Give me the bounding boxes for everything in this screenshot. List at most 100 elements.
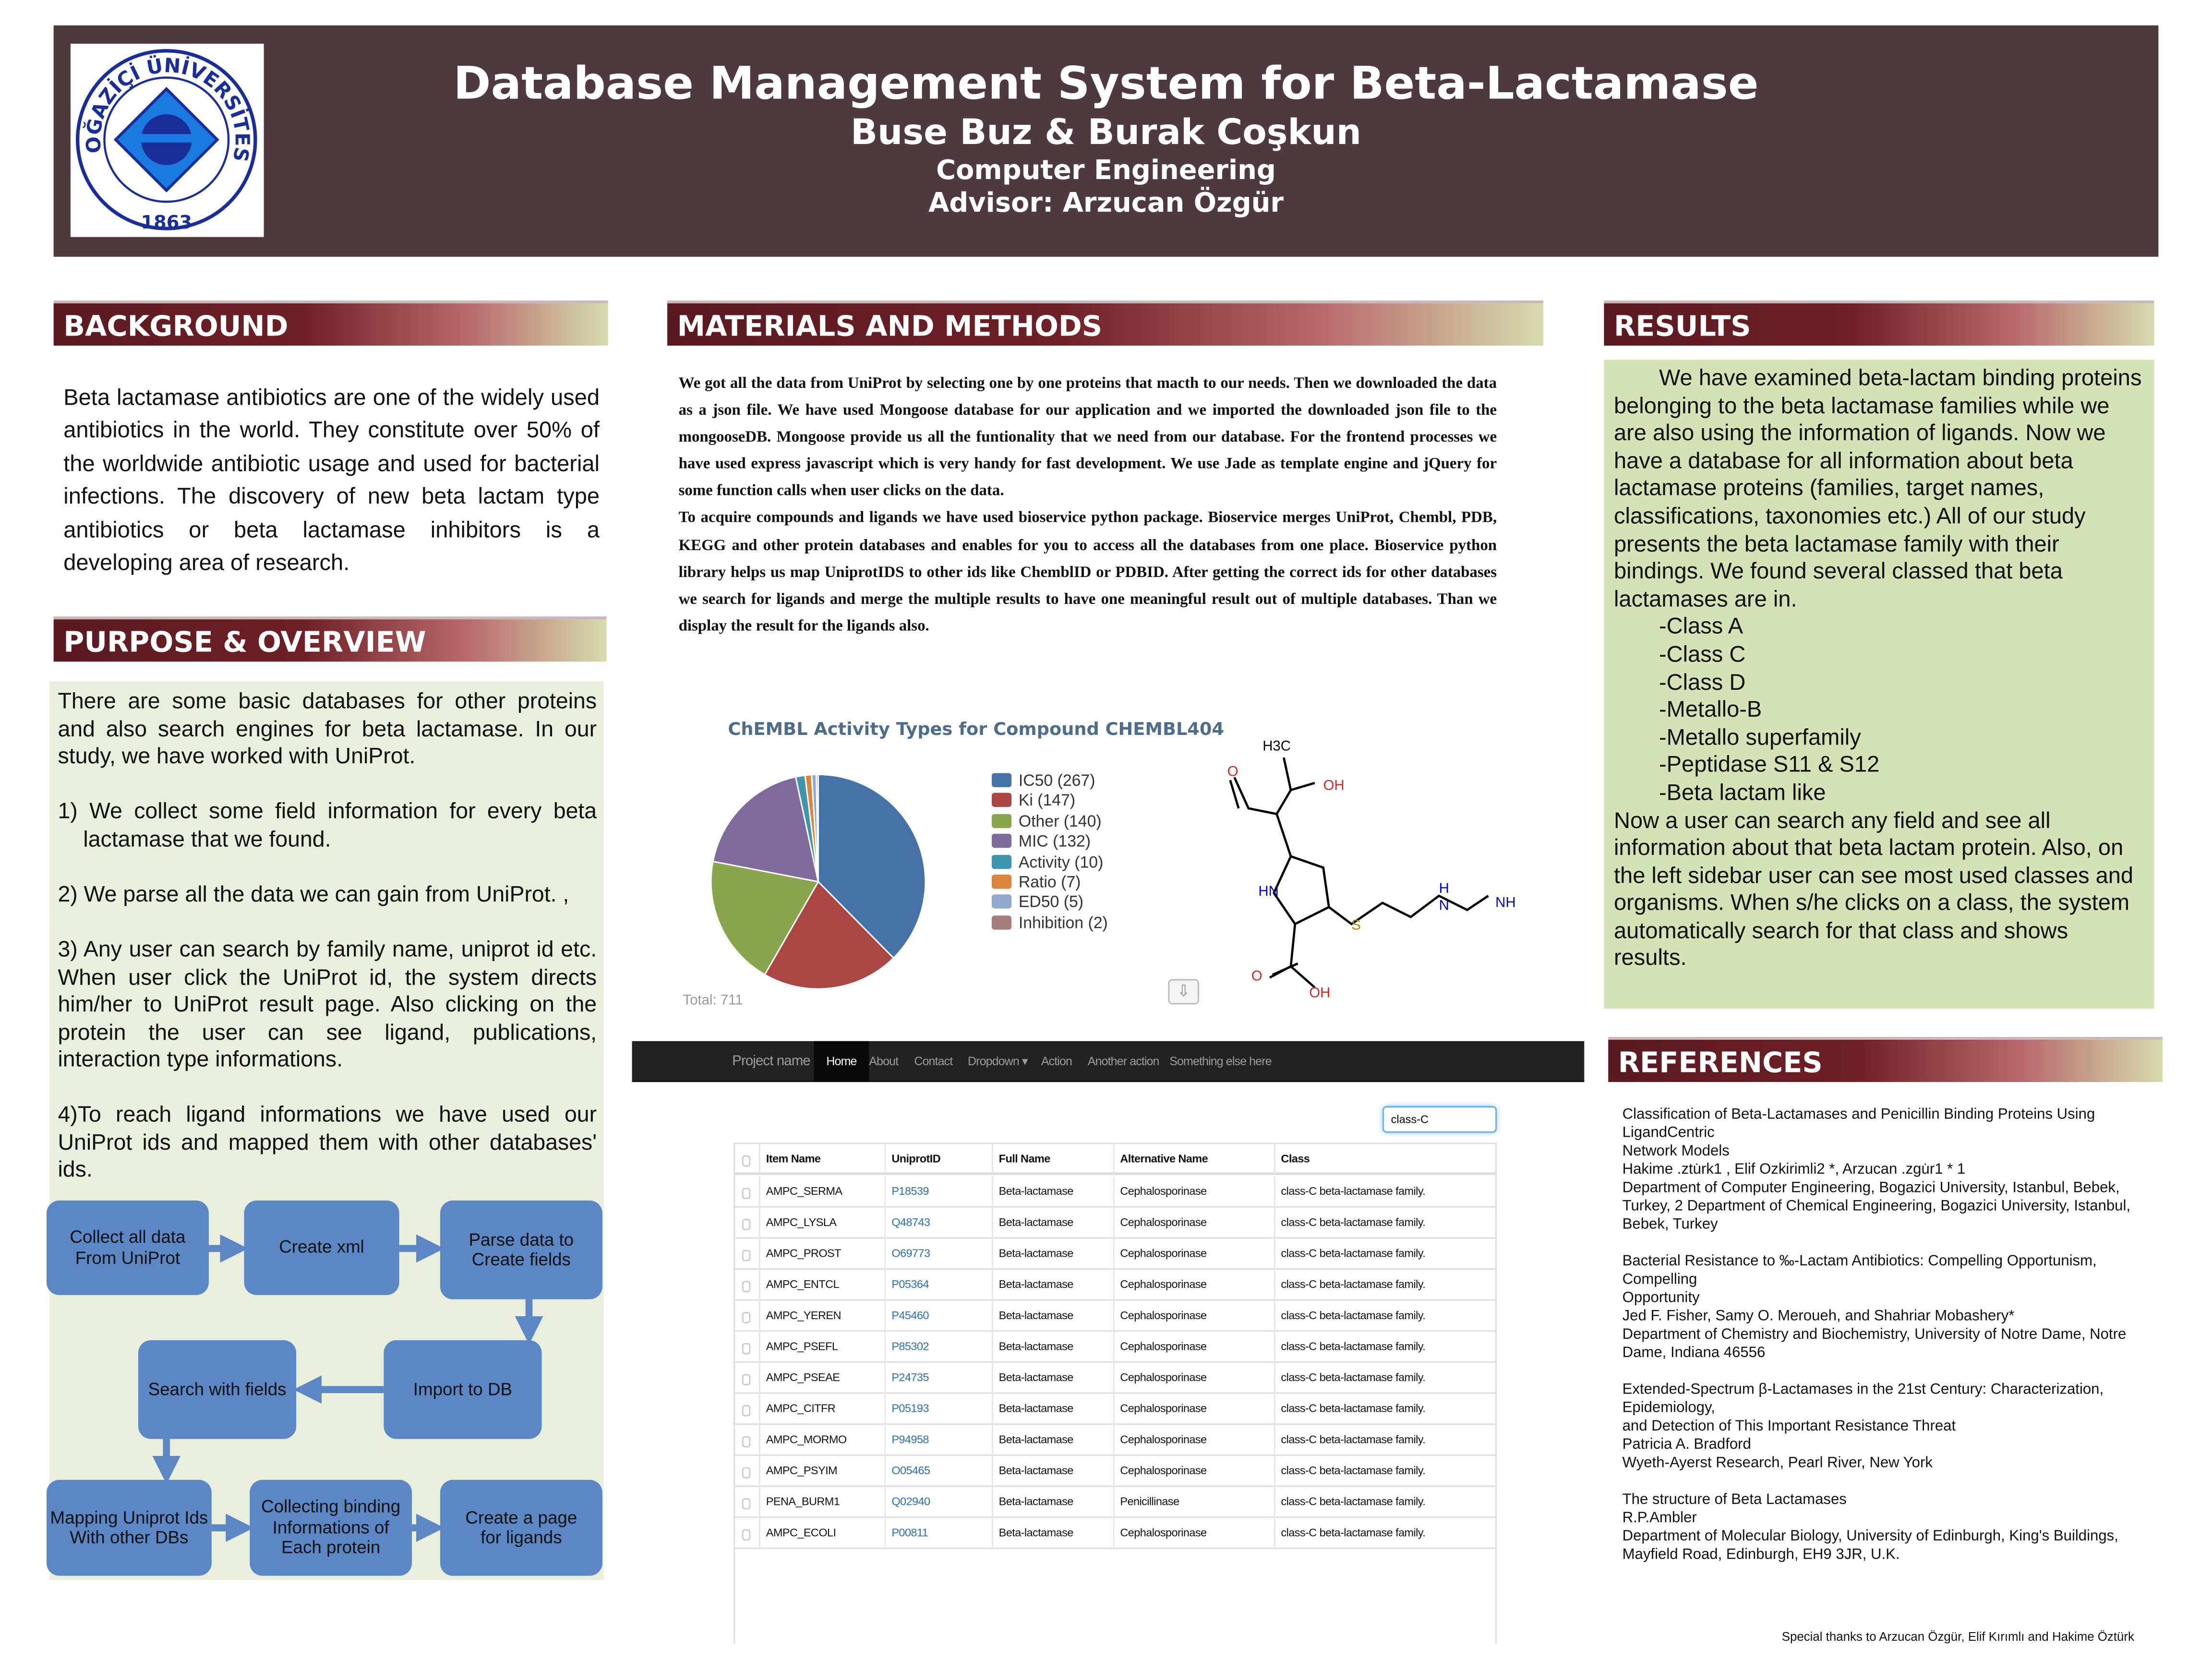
table-cell: AMPC_SERMA [759, 1176, 885, 1208]
table-cell: AMPC_PROST [759, 1238, 885, 1270]
navbar-brand[interactable]: Project name [732, 1054, 810, 1070]
table-cell[interactable]: O69773 [884, 1238, 992, 1270]
flowchart-step: Collect all data From UniProt [46, 1200, 209, 1295]
column-header[interactable]: Item Name [759, 1144, 885, 1176]
legend-item[interactable]: Ratio (7) [991, 873, 1081, 893]
row-checkbox[interactable] [742, 1405, 751, 1417]
nav-item[interactable]: Another action [1087, 1054, 1160, 1068]
flowchart-step: Create a page for ligands [440, 1479, 602, 1576]
methods-text: We got all the data from UniProt by sele… [679, 371, 1497, 640]
results-panel: We have examined beta-lactam binding pro… [1604, 360, 2154, 1009]
table-cell[interactable]: P24735 [884, 1362, 992, 1394]
legend-item[interactable]: Ki (147) [991, 792, 1075, 812]
nav-item[interactable]: About [869, 1054, 899, 1068]
table-cell: class-C beta-lactamase family. [1274, 1238, 1495, 1270]
molecule-structure: H3C OH O HN S H N NH O OH [1227, 738, 1516, 1000]
flowchart-step: Mapping Uniprot Ids With other DBs [46, 1479, 212, 1576]
row-checkbox[interactable] [742, 1188, 751, 1199]
column-header[interactable]: UniprotID [884, 1144, 992, 1176]
row-checkbox[interactable] [742, 1281, 751, 1292]
table-cell: Beta-lactamase [991, 1455, 1113, 1487]
column-header[interactable]: Full Name [991, 1144, 1113, 1176]
row-checkbox[interactable] [742, 1155, 751, 1167]
table-cell[interactable]: P18539 [884, 1176, 992, 1208]
pie-slice-other[interactable] [710, 860, 819, 976]
table-cell: AMPC_LYSLA [759, 1207, 885, 1239]
table-cell: Beta-lactamase [991, 1425, 1113, 1456]
table-cell: Cephalosporinase [1113, 1332, 1274, 1363]
search-input[interactable] [1382, 1106, 1497, 1133]
table-cell: class-C beta-lactamase family. [1274, 1394, 1495, 1425]
pie-slice-inhibition[interactable] [816, 773, 819, 882]
table-cell: Beta-lactamase [991, 1332, 1113, 1363]
row-checkbox[interactable] [742, 1250, 751, 1262]
table-cell[interactable]: P85302 [884, 1332, 992, 1363]
row-checkbox[interactable] [742, 1436, 751, 1448]
table-cell: AMPC_ENTCL [759, 1269, 885, 1301]
table-cell[interactable]: P05193 [884, 1394, 992, 1425]
nav-item[interactable]: Dropdown ▾ [968, 1054, 1028, 1068]
legend-swatch [991, 854, 1012, 869]
table-cell[interactable]: Q48743 [884, 1207, 992, 1239]
references-heading: REFERENCES [1608, 1037, 2163, 1082]
table-cell[interactable]: Q02940 [884, 1487, 992, 1518]
purpose-point-3: 3) Any user can search by family name, u… [58, 938, 597, 1072]
table-cell: Penicillinase [1113, 1487, 1274, 1518]
pie-slice-mic[interactable] [712, 776, 819, 883]
flowchart-step: Collecting binding Informations of Each … [250, 1479, 412, 1576]
nav-item[interactable]: Something else here [1169, 1054, 1272, 1068]
row-checkbox[interactable] [742, 1219, 751, 1230]
pie-chart [710, 773, 926, 990]
poster-title: Database Management System for Beta-Lact… [453, 56, 1759, 110]
table-cell: Cephalosporinase [1113, 1425, 1274, 1456]
nav-item[interactable]: Home [814, 1041, 869, 1082]
nav-item[interactable]: Contact [914, 1054, 953, 1068]
class-item: -Class C [1659, 643, 1746, 667]
table-cell[interactable]: O05465 [884, 1455, 992, 1487]
molecule-label-oh: OH [1323, 778, 1345, 793]
molecule-label-s: S [1351, 917, 1361, 933]
legend-item[interactable]: Activity (10) [991, 853, 1103, 873]
table-cell: Cephalosporinase [1113, 1207, 1274, 1239]
legend-item[interactable]: Other (140) [991, 812, 1102, 832]
table-cell[interactable]: P45460 [884, 1300, 992, 1332]
pie-slice-ki[interactable] [764, 880, 895, 990]
legend-label: Other (140) [1018, 814, 1102, 831]
row-checkbox[interactable] [742, 1498, 751, 1510]
row-checkbox[interactable] [742, 1529, 751, 1541]
chart-export-button[interactable]: ⇩ [1168, 979, 1199, 1005]
column-header[interactable]: Alternative Name [1113, 1144, 1274, 1176]
row-checkbox[interactable] [742, 1374, 751, 1385]
legend-item[interactable]: ED50 (5) [991, 893, 1083, 913]
molecule-label-h: H [1439, 880, 1449, 896]
nav-item[interactable]: Action [1041, 1054, 1072, 1068]
row-checkbox[interactable] [742, 1343, 751, 1355]
table-cell: class-C beta-lactamase family. [1274, 1300, 1495, 1332]
reference-item: The structure of Beta Lactamases R.P.Amb… [1622, 1491, 2118, 1563]
row-checkbox[interactable] [742, 1467, 751, 1479]
pie-slice-ic50[interactable] [817, 773, 926, 959]
table-cell[interactable]: P05364 [884, 1269, 992, 1301]
row-checkbox[interactable] [742, 1312, 751, 1323]
legend-item[interactable]: MIC (132) [991, 832, 1091, 852]
purpose-point-1: 1) We collect some field information for… [58, 800, 597, 852]
legend-item[interactable]: IC50 (267) [991, 772, 1095, 792]
table-cell[interactable]: P00811 [884, 1518, 992, 1549]
legend-item[interactable]: Inhibition (2) [991, 914, 1108, 934]
molecule-label-hn: HN [1258, 883, 1278, 899]
column-header[interactable]: Class [1274, 1144, 1495, 1176]
table-cell[interactable]: P94958 [884, 1425, 992, 1456]
